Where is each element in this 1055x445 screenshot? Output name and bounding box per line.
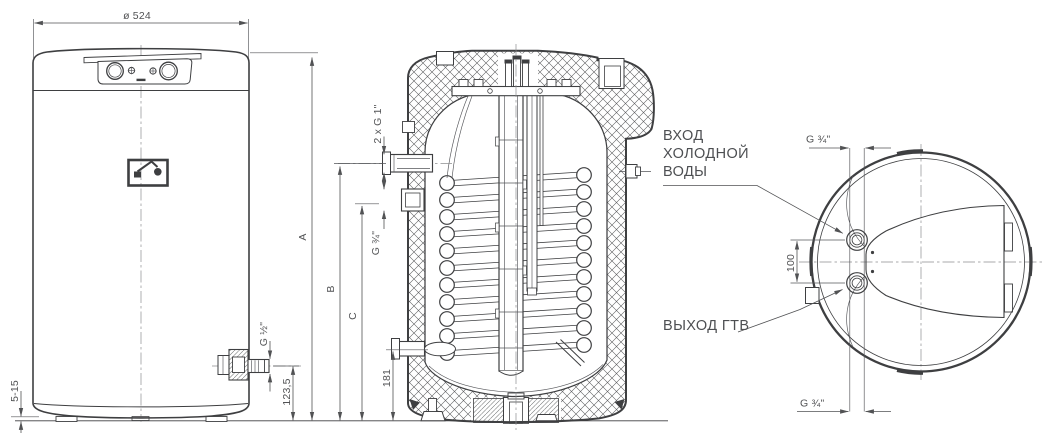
selector-knob-icon xyxy=(159,61,178,81)
section-foot-stem xyxy=(428,398,437,412)
front-foot-left xyxy=(55,416,78,422)
inlet-leader-line xyxy=(663,185,844,234)
indicator-light-right xyxy=(149,67,157,75)
dim-coil-thread-label: 2 x G 1" xyxy=(372,104,384,143)
inlet-label-line2: ХОЛОДНОЙ xyxy=(663,144,749,162)
rivet-dot-lower xyxy=(870,269,875,274)
circulation-fitting xyxy=(400,188,425,212)
cold-inlet-fitting xyxy=(846,229,868,251)
dim-circ-thread-label: G ¾" xyxy=(370,231,382,255)
dim-spacing-label: 100 xyxy=(785,254,797,272)
cover-slot-top xyxy=(1004,222,1013,252)
dim-drain-height-label: 123,5 xyxy=(281,378,293,405)
section-foot-center xyxy=(535,414,558,422)
sensor-cable xyxy=(446,95,473,179)
dim-b-label: B xyxy=(325,285,337,292)
brand-logo-icon xyxy=(127,158,169,187)
selector-knob-inner xyxy=(161,64,176,78)
thermostat-knob-inner xyxy=(108,64,122,78)
support-strut xyxy=(555,339,585,367)
indicator-light-left xyxy=(127,66,136,75)
outlet-leader-line xyxy=(737,289,843,333)
dim-thread-bottom-label: G ¾" xyxy=(800,398,824,410)
top-dimensions: G ¾" G ¾" 100 xyxy=(785,134,891,414)
cold-inlet-pipe xyxy=(391,338,456,360)
insulation-hatch xyxy=(408,50,654,423)
dim-thread-top-label: G ¾" xyxy=(806,134,830,146)
panel-dash xyxy=(136,78,146,82)
cover-recess-outline xyxy=(865,204,1005,319)
dim-181-label: 181 xyxy=(381,369,393,387)
thermostat-housing xyxy=(598,58,625,89)
cable-gland xyxy=(436,51,454,66)
dim-a-label: A xyxy=(297,233,309,240)
front-bottom-seam xyxy=(33,403,249,408)
section-foot-left xyxy=(420,411,446,422)
front-view: ø 524 5-15 G ½" 123,5 xyxy=(9,10,301,433)
casing-outline xyxy=(407,49,655,424)
drain-fitting xyxy=(212,348,301,381)
front-dimensions: ø 524 5-15 G ½" 123,5 xyxy=(9,10,299,433)
thermostat-knob-icon xyxy=(106,62,124,80)
tank-bottom-inner-line xyxy=(428,364,604,393)
recess-curve-lower xyxy=(846,276,865,348)
dim-c-label: C xyxy=(347,312,359,320)
shell-inner-circle xyxy=(817,158,1025,366)
sensor-pocket-fitting xyxy=(619,164,651,179)
dim-feet-range-label: 5-15 xyxy=(9,380,21,402)
tank-outline xyxy=(424,92,608,398)
inlet-label-line1: ВХОД xyxy=(663,128,704,144)
hot-outlet-fitting xyxy=(846,272,868,294)
inlet-label-line3: ВОДЫ xyxy=(663,164,707,180)
section-dimensions: A B C 181 2 x G 1" G ¾" xyxy=(250,52,428,421)
lid-clip-top xyxy=(896,149,924,156)
front-foot-right xyxy=(205,416,228,422)
outlet-label: ВЫХОД ГТВ xyxy=(663,318,750,334)
lid-clip-left xyxy=(809,246,814,277)
corner-seal-left xyxy=(409,399,420,410)
dim-drain-thread-label: G ½" xyxy=(258,322,270,346)
lid-clip-bottom xyxy=(896,368,924,375)
cover-slot-bottom xyxy=(1004,283,1013,313)
wall-bracket xyxy=(402,121,415,133)
corner-seal-right xyxy=(614,399,625,410)
callouts: ВХОД ХОЛОДНОЙ ВОДЫ ВЫХОД ГТВ xyxy=(663,128,844,334)
top-view: G ¾" G ¾" 100 ВХОД ХОЛОДНОЙ ВОДЫ ВЫХОД Г… xyxy=(663,128,1043,414)
recess-curve-upper xyxy=(846,175,865,247)
thermowell-tube xyxy=(526,94,544,296)
dim-diameter-label: ø 524 xyxy=(123,10,151,22)
front-top-strip xyxy=(83,53,202,64)
rivet-dot-upper xyxy=(870,250,875,255)
lid-clip-right xyxy=(1028,246,1033,277)
front-body-outline xyxy=(32,47,250,419)
heating-element-tube xyxy=(495,94,527,376)
section-view: A B C 181 2 x G 1" G ¾" xyxy=(250,44,655,430)
